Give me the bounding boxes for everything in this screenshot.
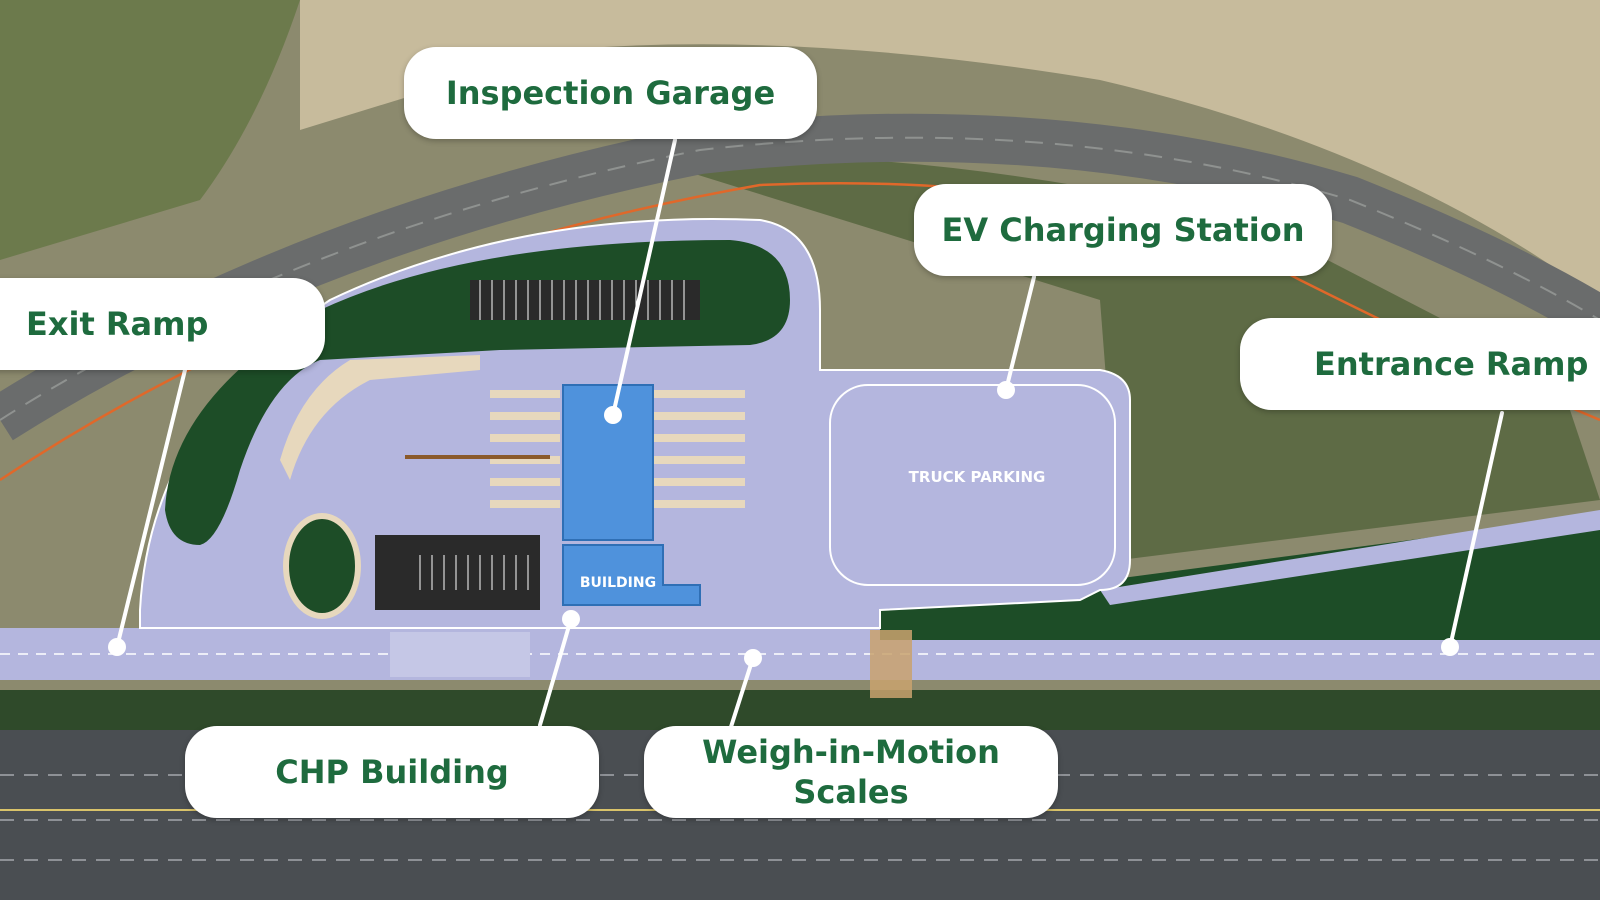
- truck-parking-map-label: TRUCK PARKING: [909, 468, 1046, 486]
- callout-leader-lines: [115, 138, 1504, 732]
- weigh-in-motion-callout: Weigh-in-Motion Scales: [644, 726, 1058, 818]
- parking-stall-lines: [419, 280, 685, 590]
- wim-scale-pad: [870, 630, 912, 698]
- west-landscape-island: [283, 513, 361, 619]
- building-map-label: BUILDING: [580, 575, 656, 591]
- entrance-ramp-label: Entrance Ramp: [1314, 345, 1589, 383]
- wim-approach-lanes: [390, 632, 530, 677]
- weigh-in-motion-label-line1: Weigh-in-Motion: [702, 733, 1000, 771]
- vegetation-patch-northwest: [0, 0, 300, 260]
- ev-charging-label: EV Charging Station: [941, 211, 1305, 249]
- bioswale-strip: [280, 355, 480, 480]
- exit-ramp-label: Exit Ramp: [26, 305, 209, 343]
- staff-parking-north: [470, 280, 700, 320]
- weigh-in-motion-label-line2: Scales: [793, 773, 909, 811]
- callout-anchor-dots: [108, 381, 1459, 667]
- chp-building-callout: CHP Building: [185, 726, 599, 818]
- inspection-lanes: [405, 390, 745, 508]
- chp-building-label: CHP Building: [275, 753, 509, 791]
- staff-parking-south: [375, 535, 540, 610]
- inspection-garage-footprint: [562, 384, 654, 541]
- chp-building-footprint: [562, 544, 701, 606]
- inspection-garage-label: Inspection Garage: [445, 74, 776, 112]
- entrance-ramp-callout: Entrance Ramp: [1240, 318, 1600, 410]
- truck-parking-area: [829, 384, 1116, 586]
- inspection-garage-callout: Inspection Garage: [404, 47, 817, 139]
- tree-line: [0, 690, 1600, 730]
- scrub-field-east: [650, 156, 1600, 560]
- exit-ramp-callout: Exit Ramp: [0, 278, 325, 370]
- ev-charging-callout: EV Charging Station: [914, 184, 1332, 276]
- dry-field-north: [300, 0, 1600, 300]
